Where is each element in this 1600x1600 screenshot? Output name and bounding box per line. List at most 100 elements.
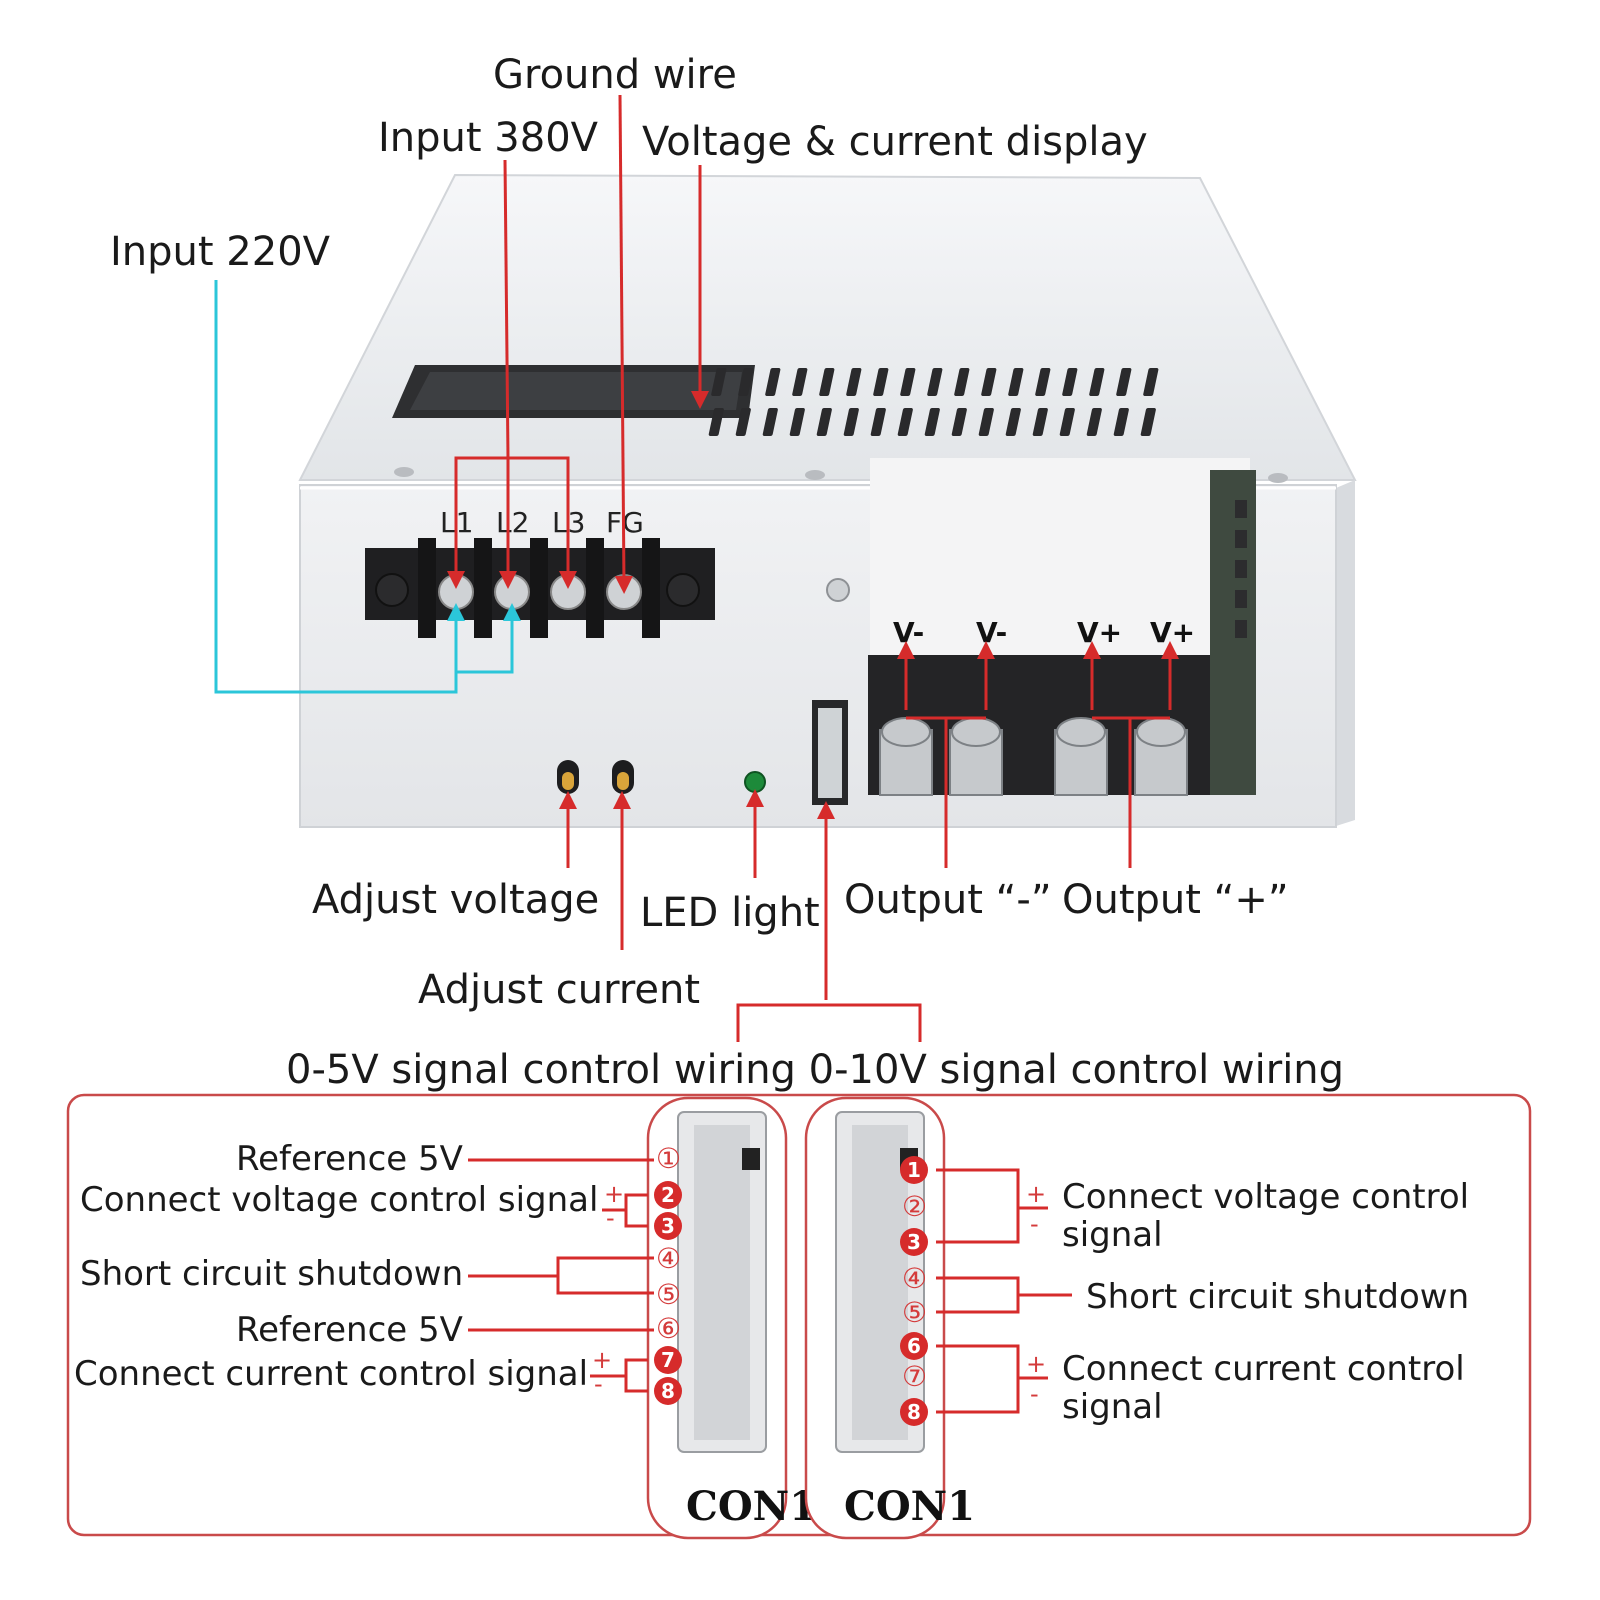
- left-current-signal-label: Connect current control signal: [74, 1354, 589, 1394]
- vent-slot: [1140, 408, 1156, 436]
- vent-slot: [981, 368, 997, 396]
- top-leaders: [447, 94, 709, 594]
- connector-left: CON1: [646, 1096, 817, 1540]
- left-voltage-plus: +: [604, 1180, 624, 1208]
- vent-slot: [873, 368, 889, 396]
- right-pin-5: ⑤: [902, 1296, 927, 1329]
- control-port: [812, 700, 848, 805]
- vent-slot: [1116, 368, 1132, 396]
- front-screw: [826, 578, 850, 602]
- polarity-signs: + - + - + - + -: [592, 1180, 1046, 1408]
- display-label: Voltage & current display: [642, 119, 1148, 165]
- right-current-plus: +: [1026, 1350, 1046, 1378]
- input-220v-leader: [214, 280, 521, 694]
- vent-slot: [1005, 408, 1021, 436]
- housing-side: [1336, 480, 1355, 826]
- right-current-minus: -: [1030, 1380, 1039, 1408]
- vent-slot: [951, 408, 967, 436]
- left-pin-8: 8: [661, 1379, 675, 1403]
- vent-slot: [735, 408, 751, 436]
- left-current-plus: +: [592, 1346, 612, 1374]
- vent-slot: [927, 368, 943, 396]
- input-380v-label: Input 380V: [378, 115, 598, 161]
- vent-slot: [1113, 408, 1129, 436]
- left-pin-3: 3: [661, 1214, 675, 1238]
- vent-slot: [924, 408, 940, 436]
- vent-slots: [708, 368, 1159, 436]
- right-voltage-line1-label: Connect voltage control: [1062, 1177, 1470, 1217]
- vent-slot: [789, 408, 805, 436]
- right-pin-2: ②: [902, 1190, 927, 1223]
- vent-slot: [792, 368, 808, 396]
- vent-slot: [765, 368, 781, 396]
- right-short-circuit-label: Short circuit shutdown: [1086, 1277, 1470, 1317]
- right-pin-1: 1: [907, 1158, 921, 1182]
- left-pin-leaders: [468, 1158, 654, 1393]
- vent-slot: [816, 408, 832, 436]
- output-negative-label: Output “-”: [844, 877, 1052, 923]
- vent-slot: [870, 408, 886, 436]
- left-current-minus: -: [594, 1370, 603, 1398]
- vent-slot: [1059, 408, 1075, 436]
- adjust-current-knob: [612, 760, 634, 794]
- vent-slot: [846, 368, 862, 396]
- connector-left-label: CON1: [686, 1483, 817, 1530]
- connector-right-label: CON1: [844, 1483, 975, 1530]
- vent-slot: [843, 408, 859, 436]
- output-label-3: V+: [1077, 616, 1122, 649]
- wiring-title: 0-5V signal control wiring 0-10V signal …: [286, 1047, 1345, 1093]
- ground-wire-label: Ground wire: [493, 52, 737, 98]
- right-pin-3: 3: [907, 1230, 921, 1254]
- output-label-4: V+: [1150, 616, 1195, 649]
- vent-slot: [897, 408, 913, 436]
- right-current-line2-label: signal: [1062, 1387, 1163, 1427]
- right-pin-4: ④: [902, 1262, 927, 1295]
- left-pin-5: ⑤: [656, 1278, 681, 1311]
- vent-slot: [1062, 368, 1078, 396]
- left-voltage-minus: -: [606, 1204, 615, 1232]
- left-pin-4: ④: [656, 1242, 681, 1275]
- right-pin-leaders: [936, 1168, 1072, 1414]
- vent-slot: [978, 408, 994, 436]
- output-leaders: [559, 641, 1179, 1042]
- terminal-label-l2: L2: [496, 506, 529, 539]
- display-window: [392, 365, 755, 418]
- left-pin-2: 2: [661, 1183, 675, 1207]
- vent-slot: [819, 368, 835, 396]
- right-current-line1-label: Connect current control: [1062, 1349, 1465, 1389]
- right-voltage-plus: +: [1026, 1180, 1046, 1208]
- left-ref5v-a-label: Reference 5V: [236, 1139, 463, 1179]
- output-label-2: V-: [976, 616, 1007, 649]
- input-220v-label: Input 220V: [110, 229, 330, 275]
- right-pin-badges: 1 ② 3 ④ ⑤ 6 ⑦ 8: [900, 1156, 928, 1426]
- vent-slot: [1089, 368, 1105, 396]
- left-voltage-signal-label: Connect voltage control signal: [80, 1180, 599, 1220]
- left-short-circuit-label: Short circuit shutdown: [80, 1254, 464, 1294]
- housing-top: [298, 173, 1357, 481]
- left-pin-6: ⑥: [656, 1312, 681, 1345]
- vent-slot: [738, 368, 754, 396]
- vent-slot: [900, 368, 916, 396]
- led-indicator: [744, 771, 766, 793]
- output-terminal-bay: [868, 458, 1256, 796]
- connector-right: CON1: [804, 1096, 975, 1540]
- vent-slot: [1032, 408, 1048, 436]
- output-positive-label: Output “+”: [1062, 877, 1289, 923]
- output-label-1: V-: [893, 616, 924, 649]
- left-ref5v-b-label: Reference 5V: [236, 1310, 463, 1350]
- vent-slot: [1086, 408, 1102, 436]
- left-pin-badges: ① 2 3 ④ ⑤ ⑥ 7 8: [654, 1142, 682, 1405]
- vent-slot: [1035, 368, 1051, 396]
- left-pin-1: ①: [656, 1142, 681, 1175]
- right-pin-7: ⑦: [902, 1360, 927, 1393]
- adjust-voltage-label: Adjust voltage: [312, 877, 600, 923]
- vent-slot: [954, 368, 970, 396]
- vent-slot: [762, 408, 778, 436]
- led-light-label: LED light: [640, 890, 820, 936]
- right-pin-8: 8: [907, 1400, 921, 1424]
- vent-slot: [711, 368, 727, 396]
- wiring-panel: [66, 1093, 1532, 1537]
- vent-slot: [708, 408, 724, 436]
- right-voltage-line2-label: signal: [1062, 1215, 1163, 1255]
